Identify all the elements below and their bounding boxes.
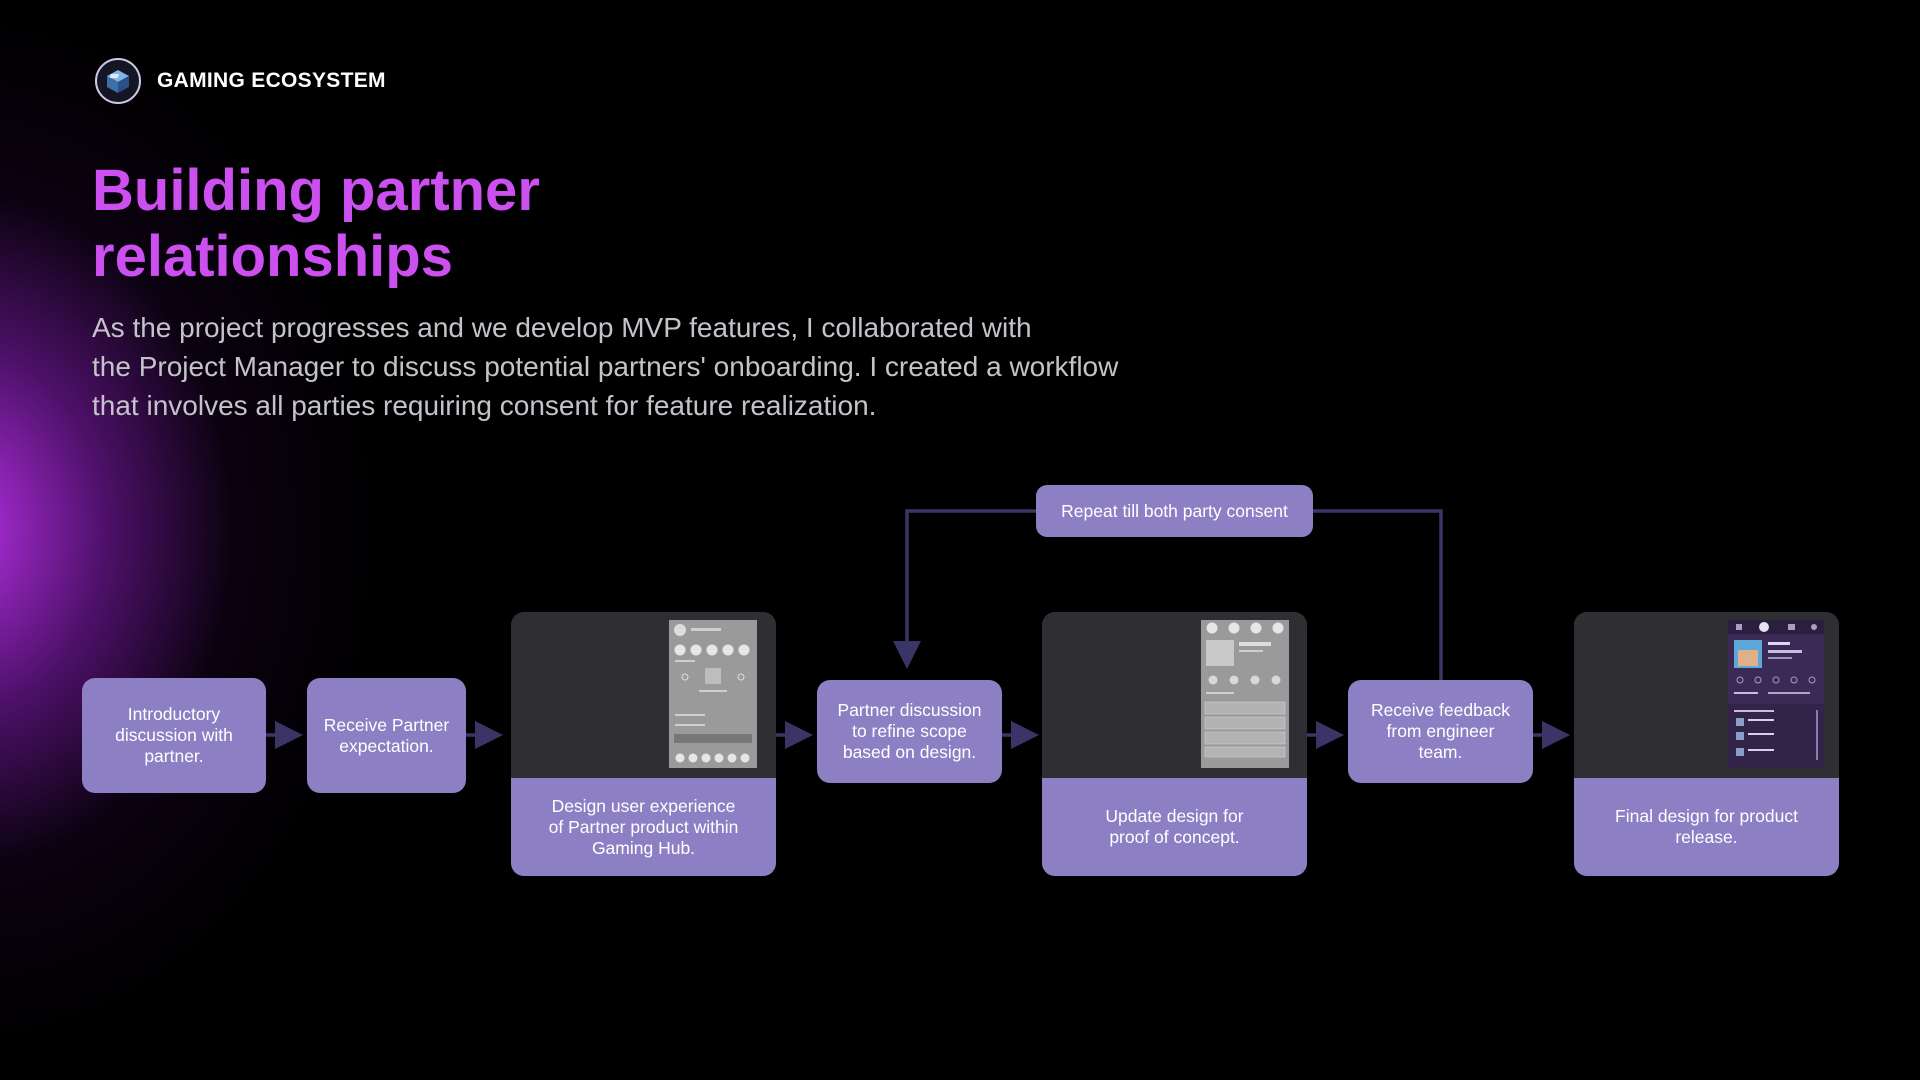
wireframe-mockup bbox=[1201, 620, 1289, 768]
wireframe-mockup bbox=[669, 620, 757, 768]
step-text: Final design for product bbox=[1615, 806, 1798, 826]
step-text: discussion with bbox=[115, 725, 233, 745]
workflow-step-update-design: Update design for proof of concept. bbox=[1042, 612, 1307, 876]
page-title-line: relationships bbox=[92, 224, 453, 289]
step-text: Design user experience bbox=[551, 795, 736, 816]
step-text: Receive Partner bbox=[323, 714, 450, 735]
step-text: of Partner product within bbox=[548, 816, 739, 837]
step-text: partner. bbox=[144, 746, 204, 766]
intro-line: As the project progresses and we develop… bbox=[92, 312, 1032, 343]
step-text: Receive feedback bbox=[1370, 700, 1511, 720]
wireframe-thumbnail bbox=[1042, 612, 1307, 778]
step-text: release. bbox=[1675, 827, 1738, 847]
page-title: Building partner relationships bbox=[92, 158, 540, 290]
final-design-thumbnail bbox=[1574, 612, 1839, 778]
step-text: expectation. bbox=[339, 735, 434, 756]
workflow-step-final-design: Final design for product release. bbox=[1574, 612, 1839, 876]
intro-line: the Project Manager to discuss potential… bbox=[92, 351, 1119, 382]
intro-paragraph: As the project progresses and we develop… bbox=[92, 308, 1242, 425]
workflow-step-partner-discussion: Partner discussion to refine scope based… bbox=[817, 680, 1002, 783]
intro-line: that involves all parties requiring cons… bbox=[92, 390, 877, 421]
brand-header: GAMING ECOSYSTEM bbox=[95, 58, 386, 104]
step-text: Introductory bbox=[127, 704, 221, 724]
loop-label: Repeat till both party consent bbox=[1036, 485, 1313, 537]
step-text: to refine scope bbox=[852, 721, 967, 741]
step-text: Partner discussion bbox=[837, 700, 982, 720]
step-text: team. bbox=[1418, 742, 1463, 762]
wireframe-thumbnail bbox=[511, 612, 776, 778]
page-title-line: Building partner bbox=[92, 158, 540, 223]
step-text: Update design for bbox=[1105, 806, 1244, 826]
brand-name: GAMING ECOSYSTEM bbox=[157, 69, 386, 92]
step-text: based on design. bbox=[842, 742, 977, 762]
final-design-mockup bbox=[1728, 620, 1824, 768]
workflow-step-introductory: Introductory discussion with partner. bbox=[82, 678, 266, 793]
workflow-step-receive-expectation: Receive Partner expectation. bbox=[307, 678, 466, 793]
step-text: Gaming Hub. bbox=[591, 837, 696, 858]
gaming-cube-icon bbox=[95, 58, 141, 104]
step-text: proof of concept. bbox=[1109, 827, 1240, 847]
step-text: from engineer bbox=[1386, 721, 1495, 741]
loop-connector bbox=[893, 509, 1036, 669]
loop-connector bbox=[1313, 509, 1443, 681]
workflow-step-engineer-feedback: Receive feedback from engineer team. bbox=[1348, 680, 1533, 783]
workflow-step-design-ux: Design user experience of Partner produc… bbox=[511, 612, 776, 876]
